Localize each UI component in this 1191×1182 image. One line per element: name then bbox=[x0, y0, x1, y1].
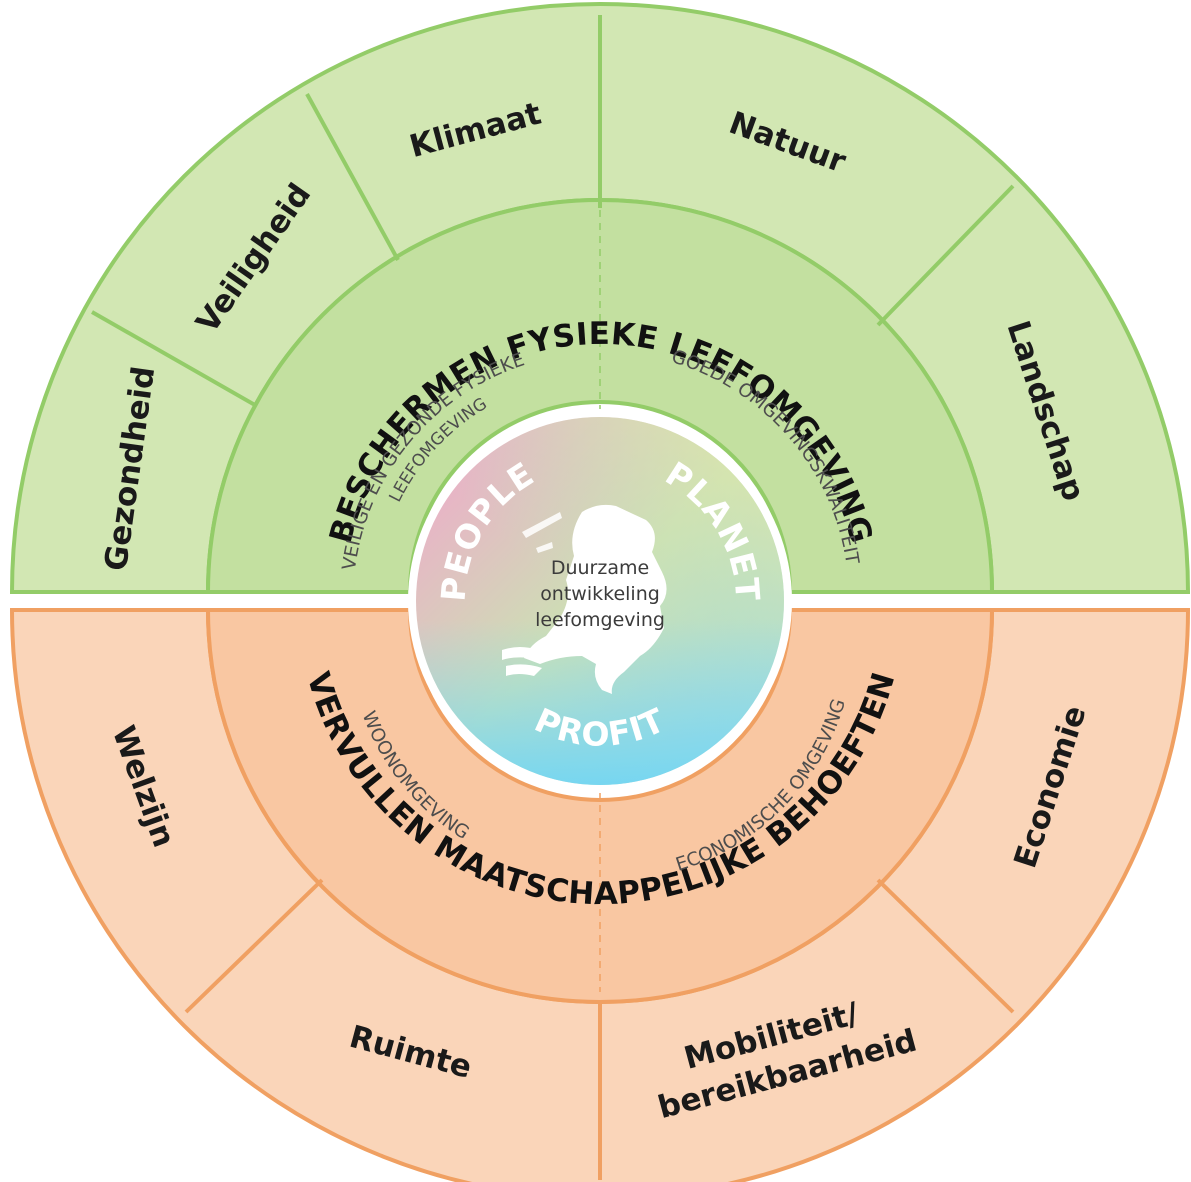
divider-line bbox=[305, 93, 400, 261]
netherlands-map-icon bbox=[502, 504, 667, 694]
core-text-line-2: ontwikkeling bbox=[540, 583, 660, 605]
divider-line bbox=[91, 310, 256, 407]
divider-line bbox=[876, 878, 1015, 1014]
core-text-line-3: leefomgeving bbox=[535, 609, 665, 631]
divider-line bbox=[876, 184, 1015, 327]
core-text-line-1: Duurzame bbox=[551, 557, 649, 579]
divider-line bbox=[184, 878, 324, 1014]
